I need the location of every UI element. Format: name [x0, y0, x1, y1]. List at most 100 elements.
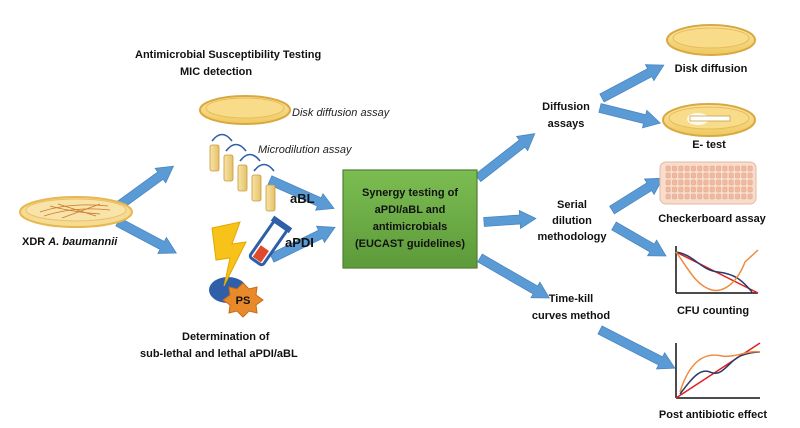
ps-star-icon: [222, 282, 264, 318]
apdi-label: aPDI: [285, 235, 314, 250]
well-cell: [716, 179, 722, 186]
well-cell: [747, 172, 753, 179]
arrows: [115, 64, 676, 370]
well-cell: [716, 172, 722, 179]
well-cell: [697, 165, 703, 172]
synergy-line2: aPDI/aBL and: [375, 204, 446, 216]
arrow-to-post-antibiotic: [597, 325, 676, 370]
well-cell: [703, 186, 709, 193]
well-cell: [691, 165, 696, 172]
diffusion-assays-line2: assays: [548, 118, 585, 130]
pae-curve-red: [675, 342, 761, 399]
well-cell: [672, 186, 677, 193]
lightning-icon: [211, 221, 247, 287]
well-cell: [665, 186, 671, 193]
well-cell: [703, 179, 709, 186]
well-cell: [747, 165, 753, 172]
ast-title-line2: MIC detection: [180, 66, 252, 78]
arrow-to-disk-diffusion: [599, 64, 665, 103]
well-cell: [691, 179, 696, 186]
well-cell: [709, 179, 715, 186]
well-cell: [665, 165, 671, 172]
arrow-to-microdilution: [116, 165, 175, 210]
well-cell: [697, 179, 703, 186]
well-cell: [678, 186, 684, 193]
well-cell: [691, 186, 696, 193]
well-cell: [741, 172, 747, 179]
serial-dilution-line2: dilution: [552, 215, 592, 227]
well-cell: [678, 165, 684, 172]
well-cell: [684, 179, 690, 186]
synergy-line3: antimicrobials: [373, 221, 448, 233]
microdilution-assay-label: Microdilution assay: [258, 144, 353, 156]
well-cell: [709, 165, 715, 172]
cfu-curve-orange: [675, 249, 759, 292]
disk-diffusion-label: Disk diffusion: [675, 63, 748, 75]
well-cell: [684, 172, 690, 179]
well-cell: [747, 179, 753, 186]
well-cell: [665, 193, 671, 200]
transfer-arc-icons: [211, 133, 275, 172]
well-cell: [697, 186, 703, 193]
well-cell: [665, 179, 671, 186]
synergy-line1: Synergy testing of: [362, 187, 458, 199]
well-cell: [703, 193, 709, 200]
microdilution-tubes: [209, 133, 276, 212]
arrow-abl-to-synergy: [267, 175, 335, 211]
abl-label: aBL: [290, 191, 315, 206]
well-cell: [722, 186, 728, 193]
well-cell: [709, 172, 715, 179]
arrow-to-cfu-counting: [611, 221, 667, 257]
well-cell: [672, 165, 677, 172]
diffusion-assays-line1: Diffusion: [542, 101, 590, 113]
well-cell: [672, 179, 677, 186]
well-cell: [684, 165, 690, 172]
well-cell: [678, 172, 684, 179]
ast-title-line1: Antimicrobial Susceptibility Testing: [135, 49, 321, 61]
well-cell: [672, 172, 677, 179]
well-cell: [716, 165, 722, 172]
disk-diffusion-assay-plate: [199, 95, 291, 125]
well-cell: [747, 186, 753, 193]
well-cell: [716, 193, 722, 200]
well-cell: [672, 193, 677, 200]
flask-icon: [248, 215, 293, 267]
determination-line2: sub-lethal and lethal aPDI/aBL: [140, 348, 298, 360]
time-kill-line2: curves method: [532, 310, 610, 322]
well-cell: [684, 186, 690, 193]
disk-diffusion-plate: [666, 24, 756, 56]
well-cell: [722, 193, 728, 200]
well-cell: [741, 193, 747, 200]
serial-dilution-line1: Serial: [557, 199, 587, 211]
well-cell: [665, 172, 671, 179]
arrow-to-photosensitizer: [115, 217, 177, 254]
arrow-to-e-test: [598, 103, 661, 129]
ps-label: PS: [236, 295, 251, 307]
well-cell: [735, 172, 740, 179]
synergy-testing-box: Synergy testing of aPDI/aBL and antimicr…: [342, 169, 478, 269]
arrow-to-time-kill: [477, 253, 550, 299]
post-antibiotic-graph: [675, 342, 761, 399]
well-cell: [728, 186, 734, 193]
well-cell: [722, 165, 728, 172]
well-cell: [728, 172, 734, 179]
well-cell: [678, 193, 684, 200]
cfu-curve-navy: [675, 251, 753, 293]
photosensitizer-group: PS: [209, 215, 293, 318]
well-cell: [735, 165, 740, 172]
well-cell: [709, 186, 715, 193]
well-cell: [735, 186, 740, 193]
well-cell: [697, 193, 703, 200]
xdr-petri-dish: [19, 196, 133, 228]
well-cell: [728, 193, 734, 200]
well-cell: [722, 179, 728, 186]
serial-dilution-line3: methodology: [537, 231, 607, 243]
well-cell: [741, 186, 747, 193]
well-cell: [722, 172, 728, 179]
checkerboard-assay-label: Checkerboard assay: [658, 213, 766, 225]
post-antibiotic-label: Post antibiotic effect: [659, 409, 768, 421]
arrow-to-diffusion-assays: [474, 133, 536, 183]
well-cell: [741, 179, 747, 186]
